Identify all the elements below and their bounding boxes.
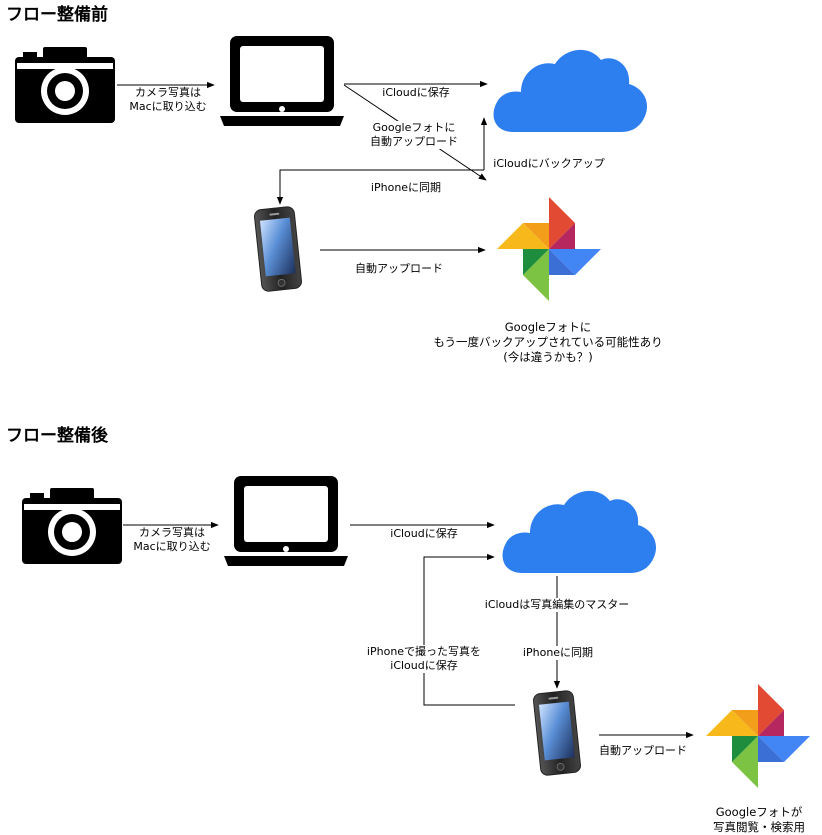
- label-icloud-save: iCloudに保存: [390, 527, 458, 541]
- section-title-before: フロー整備前: [6, 5, 108, 25]
- icloud-cloud-icon: [502, 490, 657, 573]
- section-title-after: フロー整備後: [6, 426, 108, 446]
- label-phone-auto-upload: 自動アップロード: [599, 744, 687, 758]
- label-iphone-sync: iPhoneに同期: [522, 646, 594, 660]
- label-iphone-shot-save: iPhoneで撮った写真を iCloudに保存: [366, 645, 482, 673]
- google-photos-icon: [706, 684, 810, 788]
- label-icloud-backup: iCloudにバックアップ: [493, 157, 605, 171]
- arrow-iphone-to-icloud: [423, 553, 515, 706]
- laptop-icon: [220, 36, 344, 126]
- iphone-icon: [532, 689, 582, 777]
- label-icloud-save: iCloudに保存: [382, 86, 450, 100]
- label-icloud-master: iCloudは写真編集のマスター: [484, 598, 630, 612]
- label-phone-auto-upload: 自動アップロード: [355, 262, 443, 276]
- note-after: Googleフォトが 写真閲覧・検索用: [713, 805, 805, 834]
- camera-icon: [22, 488, 122, 564]
- label-google-auto-upload: Googleフォトに 自動アップロード: [370, 121, 458, 149]
- camera-icon: [15, 47, 115, 123]
- label-camera-import: カメラ写真は Macに取り込む: [133, 526, 211, 554]
- google-photos-icon: [497, 197, 601, 301]
- note-before: Googleフォトに もう一度バックアップされている可能性あり (今は違うかも？…: [433, 320, 663, 364]
- iphone-icon: [253, 205, 303, 293]
- label-camera-import: カメラ写真は Macに取り込む: [129, 86, 207, 114]
- label-iphone-sync: iPhoneに同期: [370, 181, 442, 195]
- icloud-cloud-icon: [493, 49, 648, 132]
- laptop-icon: [224, 476, 348, 566]
- arrow-icloud-to-iphone: [276, 169, 484, 205]
